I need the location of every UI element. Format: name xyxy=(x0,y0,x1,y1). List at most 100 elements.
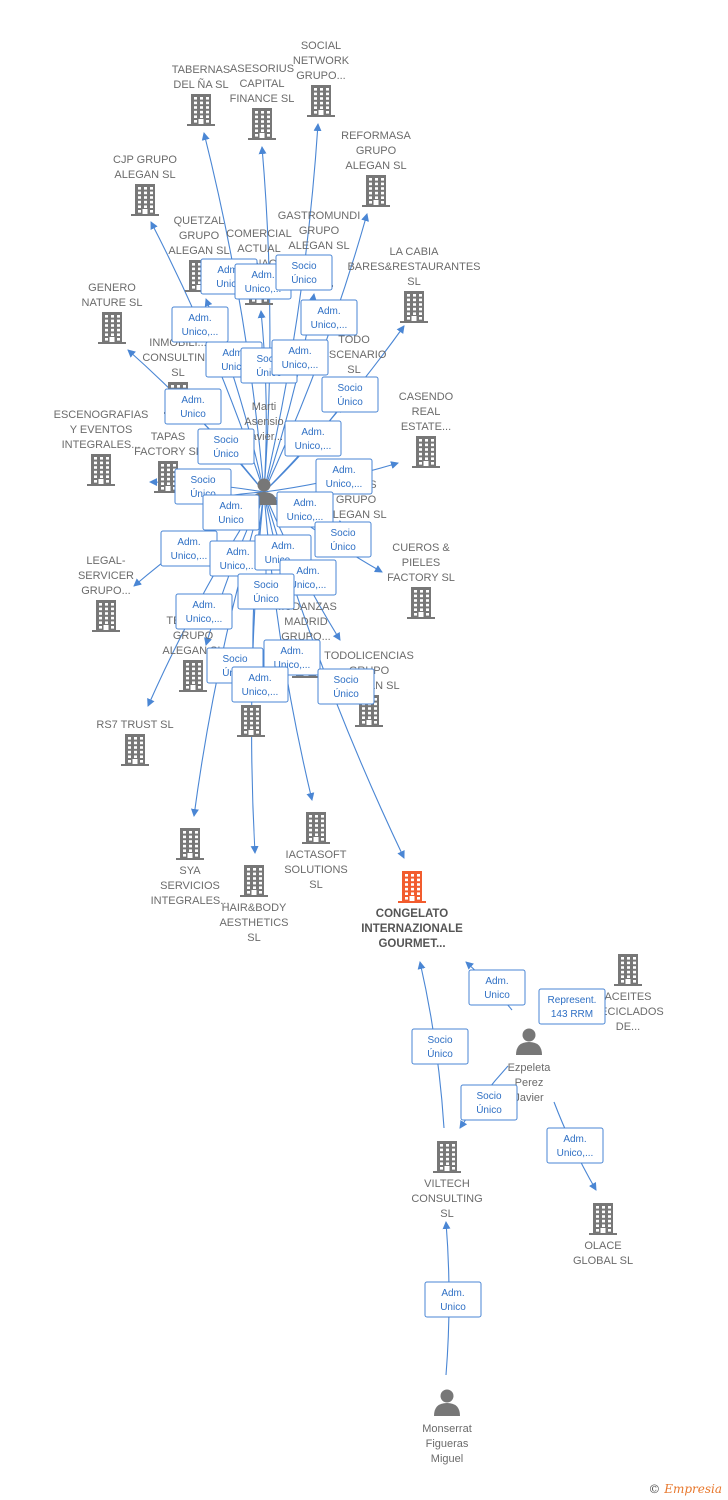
node-label: Perez xyxy=(515,1077,544,1089)
node-label: ALEGAN SL xyxy=(345,160,406,172)
node-cjp[interactable]: CJP GRUPO ALEGAN SL xyxy=(113,154,177,216)
relation-badge[interactable]: Adm.Unico xyxy=(468,969,526,1006)
node-label: MADRID xyxy=(284,616,327,628)
node-label: CONGELATO xyxy=(376,908,448,920)
node-label: GRUPO xyxy=(336,494,377,506)
relation-badge[interactable]: Adm.Unico xyxy=(164,388,222,425)
badge-label: Adm. xyxy=(248,673,271,684)
badge-label: Adm. xyxy=(288,346,311,357)
node-label: OLACE xyxy=(584,1240,621,1252)
badge-label: Socio xyxy=(337,383,362,394)
badge-label: Unico xyxy=(221,362,247,373)
node-label: VILTECH xyxy=(424,1178,470,1190)
node-label: DEL ÑA SL xyxy=(173,78,228,91)
relation-badge[interactable]: Adm.Unico xyxy=(424,1281,482,1318)
node-label: RS7 TRUST SL xyxy=(96,719,173,731)
node-label: AESTHETICS xyxy=(219,917,288,929)
node-label: ALEGAN SL xyxy=(114,169,175,181)
badge-label: Unico,... xyxy=(182,327,219,338)
node-label: ALEGAN SL xyxy=(168,245,229,257)
node-congelato[interactable]: CONGELATOINTERNAZIONALEGOURMET... xyxy=(361,871,463,950)
node-label: TODOLICENCIAS xyxy=(324,650,414,662)
relation-badge[interactable]: Adm.Unico,... xyxy=(300,299,358,336)
relation-badge[interactable]: Adm.Unico,... xyxy=(546,1127,604,1164)
badge-label: Unico,... xyxy=(311,320,348,331)
relation-badge[interactable]: Adm.Unico,... xyxy=(160,530,218,567)
building-icon xyxy=(187,94,215,126)
badge-label: Socio xyxy=(291,261,316,272)
node-label: Marti xyxy=(252,401,276,413)
relation-badge[interactable]: Adm.Unico,... xyxy=(276,491,334,528)
relation-badge[interactable]: Adm.Unico,... xyxy=(263,639,321,676)
building-icon xyxy=(400,291,428,323)
node-tabernas[interactable]: TABERNAS DEL ÑA SL xyxy=(172,64,230,126)
node-label: DE... xyxy=(616,1021,640,1033)
relation-badge[interactable]: Adm.Unico,... xyxy=(231,666,289,703)
node-legal[interactable]: LEGAL-SERVICERGRUPO... xyxy=(78,555,134,632)
node-label: GOURMET... xyxy=(378,938,445,950)
node-label: ACTUAL xyxy=(237,243,280,255)
node-sya[interactable]: SYASERVICIOSINTEGRALES... xyxy=(151,828,230,907)
node-label: ESCENARIO xyxy=(322,349,387,361)
badge-label: Único xyxy=(253,592,279,605)
relation-badge[interactable]: Adm.Unico,... xyxy=(315,458,373,495)
node-label: SERVICER xyxy=(78,570,134,582)
node-label: FACTORY SL xyxy=(134,446,202,458)
badge-label: Único xyxy=(476,1103,502,1116)
relation-badge[interactable]: Adm.Unico,... xyxy=(175,593,233,630)
badge-label: Adm. xyxy=(192,600,215,611)
badge-label: Unico,... xyxy=(245,284,282,295)
watermark[interactable]: © Empresia xyxy=(648,1482,722,1496)
relation-badge[interactable]: Adm.Unico,... xyxy=(209,540,267,577)
building-icon xyxy=(362,175,390,207)
badge-label: Adm. xyxy=(222,348,245,359)
relation-badge[interactable]: Adm.Unico,... xyxy=(284,420,342,457)
node-aceites[interactable]: ACEITESRECICLADOSDE... xyxy=(592,954,664,1033)
node-label: TABERNAS xyxy=(172,64,230,76)
badge-label: Unico,... xyxy=(282,360,319,371)
node-unnamed[interactable] xyxy=(237,705,265,737)
badge-label: Unico xyxy=(484,990,510,1001)
badge-label: Unico,... xyxy=(171,551,208,562)
node-social[interactable]: SOCIALNETWORKGRUPO... xyxy=(293,40,350,117)
relation-badge[interactable]: Represent.143 RRM xyxy=(538,988,606,1025)
node-casendo[interactable]: CASENDOREALESTATE... xyxy=(399,391,454,468)
node-tapas[interactable]: TAPAS FACTORY SL xyxy=(134,431,202,493)
node-rs7[interactable]: RS7 TRUST SL xyxy=(96,719,174,766)
node-label: FINANCE SL xyxy=(230,93,295,105)
node-label: SL xyxy=(407,276,420,288)
node-label: TAPAS xyxy=(151,431,185,443)
edge-marti-to-social xyxy=(263,123,322,493)
badge-label: Único xyxy=(427,1047,453,1060)
relation-badge[interactable]: Adm. Unico,... xyxy=(271,339,329,376)
node-label: GRUPO xyxy=(173,630,214,642)
node-label: SL xyxy=(440,1208,453,1220)
badge-label: Socio xyxy=(333,675,358,686)
node-label: CJP GRUPO xyxy=(113,154,177,166)
badge-label: Socio xyxy=(222,654,247,665)
relation-badge[interactable]: Adm.Unico,... xyxy=(171,306,229,343)
relation-badge[interactable]: Adm.Unico xyxy=(202,494,260,531)
copyright-symbol: © xyxy=(648,1482,661,1496)
node-label: SOLUTIONS xyxy=(284,864,348,876)
